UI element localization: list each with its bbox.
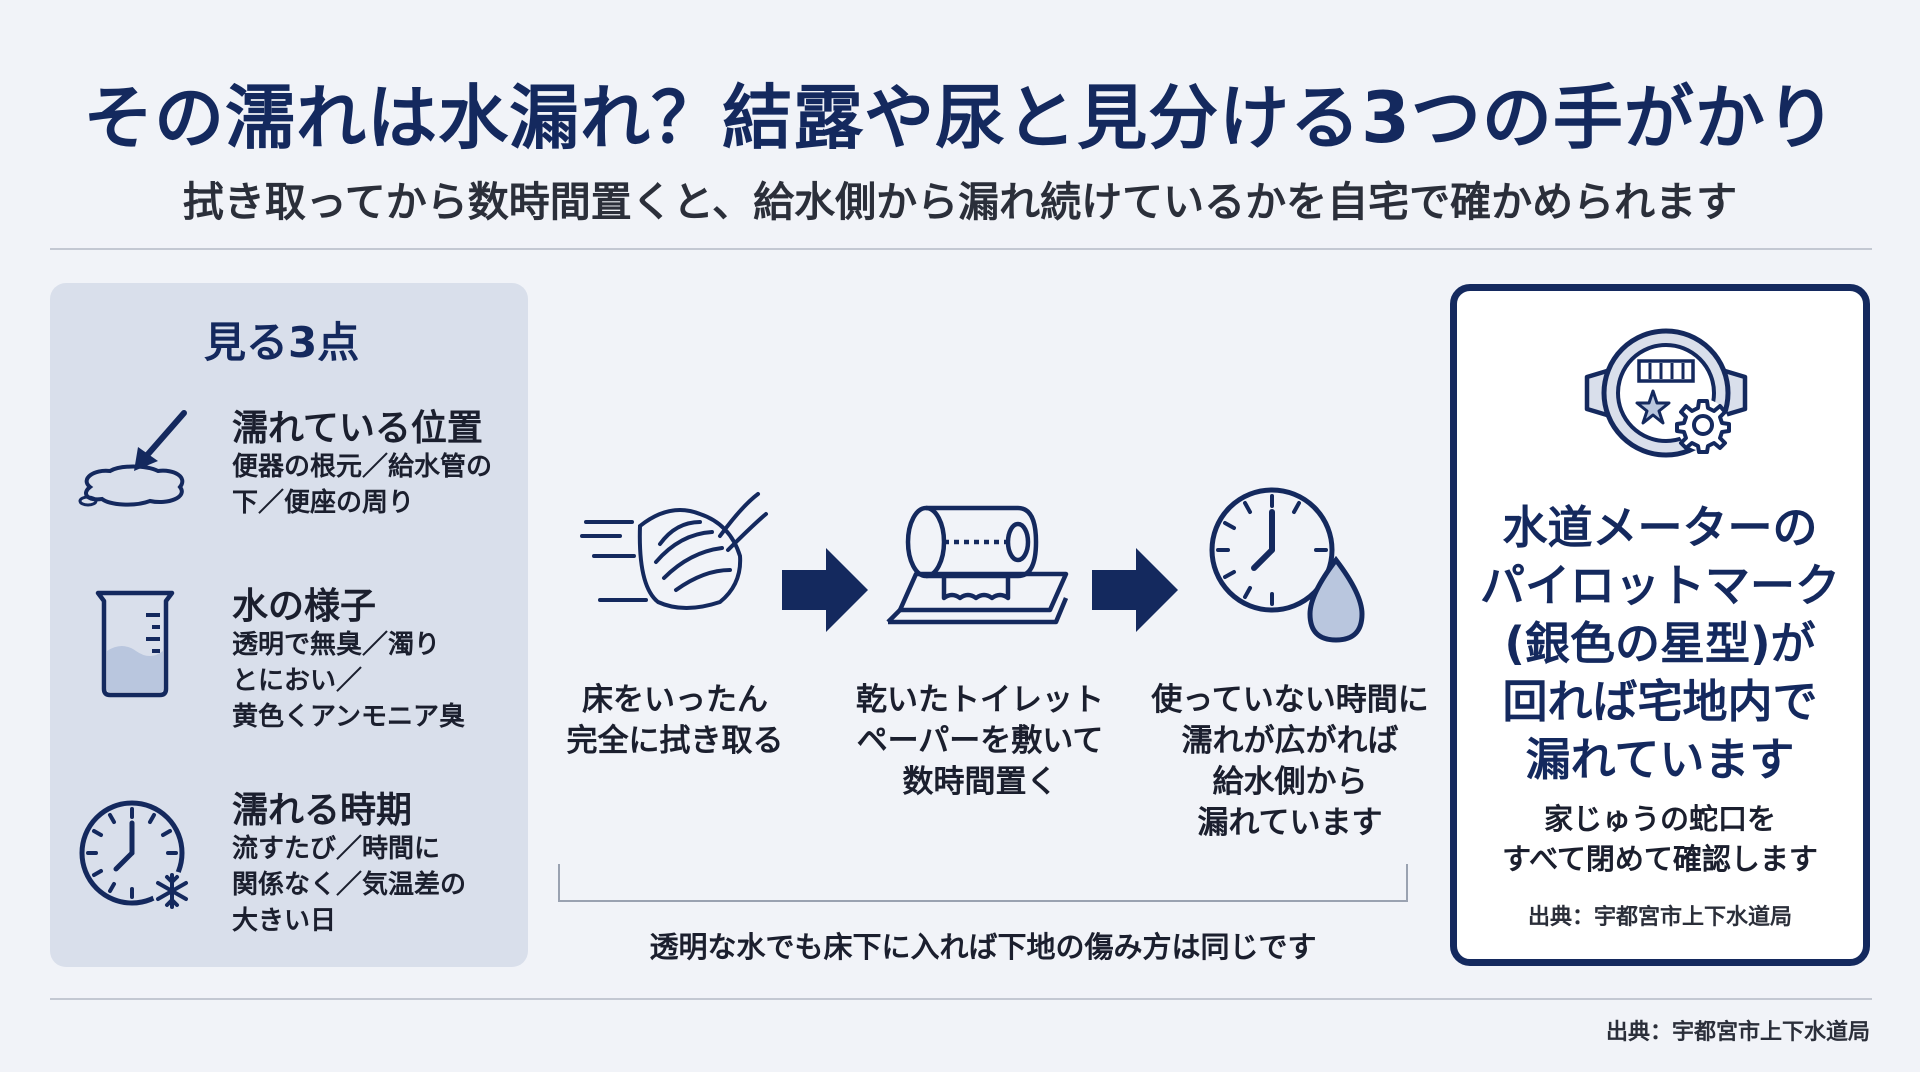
step-label-line: 濡れが広がれば — [1181, 723, 1399, 759]
point-desc-line: とにおい／ — [232, 666, 363, 696]
point-desc: 便器の根元／給水管の 下／便座の周り — [232, 449, 492, 521]
meter-check-box: 水道メーターの パイロットマーク (銀色の星型)が 回れば宅地内で 漏れています… — [1450, 284, 1870, 966]
meter-check-line: パイロットマーク — [1479, 559, 1840, 612]
meter-check-sub-line: 家じゅうの蛇口を — [1543, 802, 1776, 836]
clock-snowflake-icon — [79, 800, 192, 911]
puddle-arrow-icon — [78, 410, 187, 507]
measuring-cup-icon — [95, 590, 175, 698]
point-desc-line: 透明で無臭／濁り — [232, 630, 441, 660]
step-label: 床をいったん 完全に拭き取る — [545, 680, 805, 762]
point-desc: 透明で無臭／濁り とにおい／ 黄色くアンモニア臭 — [232, 627, 465, 735]
point-desc-line: 便器の根元／給水管の — [232, 452, 493, 482]
point-desc: 流すたび／時間に 関係なく／気温差の 大きい日 — [232, 831, 466, 939]
step-label-line: 使っていない時間に — [1151, 682, 1429, 718]
point-desc-line: 下／便座の周り — [232, 488, 415, 518]
wiping-hand-icon — [580, 492, 768, 610]
check-points-panel: 見る3点 濡れている位置 便器の根元／給水管の 下／便座の周り 水の様子 透明で… — [50, 283, 528, 967]
panel-heading: 見る3点 — [204, 318, 360, 367]
box-source: 出典：宇都宮市上下水道局 — [1527, 905, 1792, 930]
step-label-line: 完全に拭き取る — [566, 723, 784, 759]
step-label: 乾いたトイレット ペーパーを敷いて 数時間置く — [836, 680, 1124, 803]
clock-droplet-icon — [1209, 487, 1365, 643]
bottom-divider — [50, 998, 1872, 1000]
step-label-line: 乾いたトイレット — [856, 682, 1104, 718]
step-label-line: 数時間置く — [902, 764, 1058, 800]
arrow-right-icon — [782, 548, 868, 632]
step-label-line: ペーパーを敷いて — [856, 723, 1104, 759]
steps-bracket — [558, 864, 1408, 902]
page-subtitle: 拭き取ってから数時間置くと、給水側から漏れ続けているかを自宅で確かめられます — [182, 178, 1738, 226]
flow-note: 透明な水でも床下に入れば下地の傷み方は同じです — [649, 930, 1317, 964]
water-meter-icon — [1584, 328, 1748, 458]
meter-check-line: 漏れています — [1525, 733, 1795, 786]
footer-source: 出典：宇都宮市上下水道局 — [1605, 1020, 1870, 1045]
point-title: 濡れる時期 — [232, 790, 413, 831]
meter-check-sub-line: すべて閉めて確認します — [1502, 842, 1818, 876]
point-title: 濡れている位置 — [232, 408, 483, 449]
arrow-right-icon — [1092, 548, 1178, 632]
point-title: 水の様子 — [232, 586, 377, 627]
meter-check-line: 回れば宅地内で — [1502, 675, 1818, 728]
meter-check-text: 水道メーターの パイロットマーク (銀色の星型)が 回れば宅地内で 漏れています — [1457, 499, 1863, 789]
point-desc-line: 関係なく／気温差の — [232, 870, 467, 900]
point-desc-line: 黄色くアンモニア臭 — [232, 702, 465, 732]
step-label-line: 床をいったん — [582, 682, 768, 718]
top-divider — [50, 248, 1872, 250]
step-label: 使っていない時間に 濡れが広がれば 給水側から 漏れています — [1140, 680, 1440, 844]
meter-check-line: 水道メーターの — [1502, 501, 1818, 554]
point-desc-line: 大きい日 — [232, 906, 337, 936]
page-title: その濡れは水漏れ？結露や尿と見分ける3つの手がかり — [83, 77, 1837, 159]
point-desc-line: 流すたび／時間に — [232, 834, 441, 864]
toilet-paper-icon — [886, 505, 1069, 625]
step-label-line: 給水側から — [1212, 764, 1368, 800]
meter-check-subtext: 家じゅうの蛇口を すべて閉めて確認します — [1457, 799, 1863, 879]
step-label-line: 漏れています — [1197, 805, 1383, 841]
meter-check-line: (銀色の星型)が — [1504, 617, 1816, 670]
